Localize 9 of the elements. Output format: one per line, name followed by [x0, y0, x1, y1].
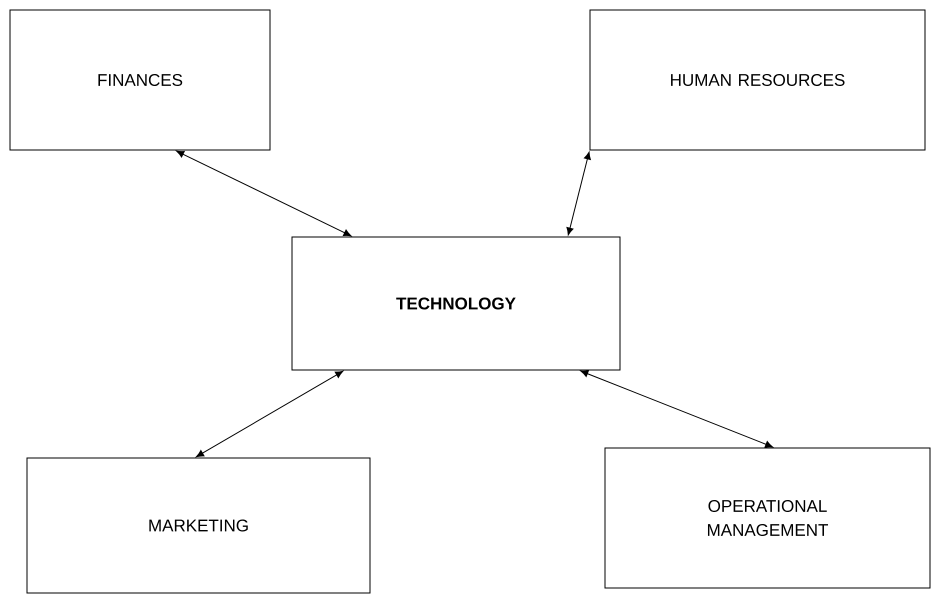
arrow [176, 150, 352, 236]
arrow [580, 370, 773, 448]
process-box: TECHNOLOGY [292, 236, 620, 370]
process-box: HUMAN RESOURCES [590, 10, 926, 150]
process-box: FINANCES [10, 10, 270, 150]
arrow [566, 152, 591, 236]
arrow [196, 370, 344, 458]
process-box: OPERATIONAL MANAGEMENT [604, 448, 930, 588]
process-box: MARKETING [26, 458, 370, 594]
